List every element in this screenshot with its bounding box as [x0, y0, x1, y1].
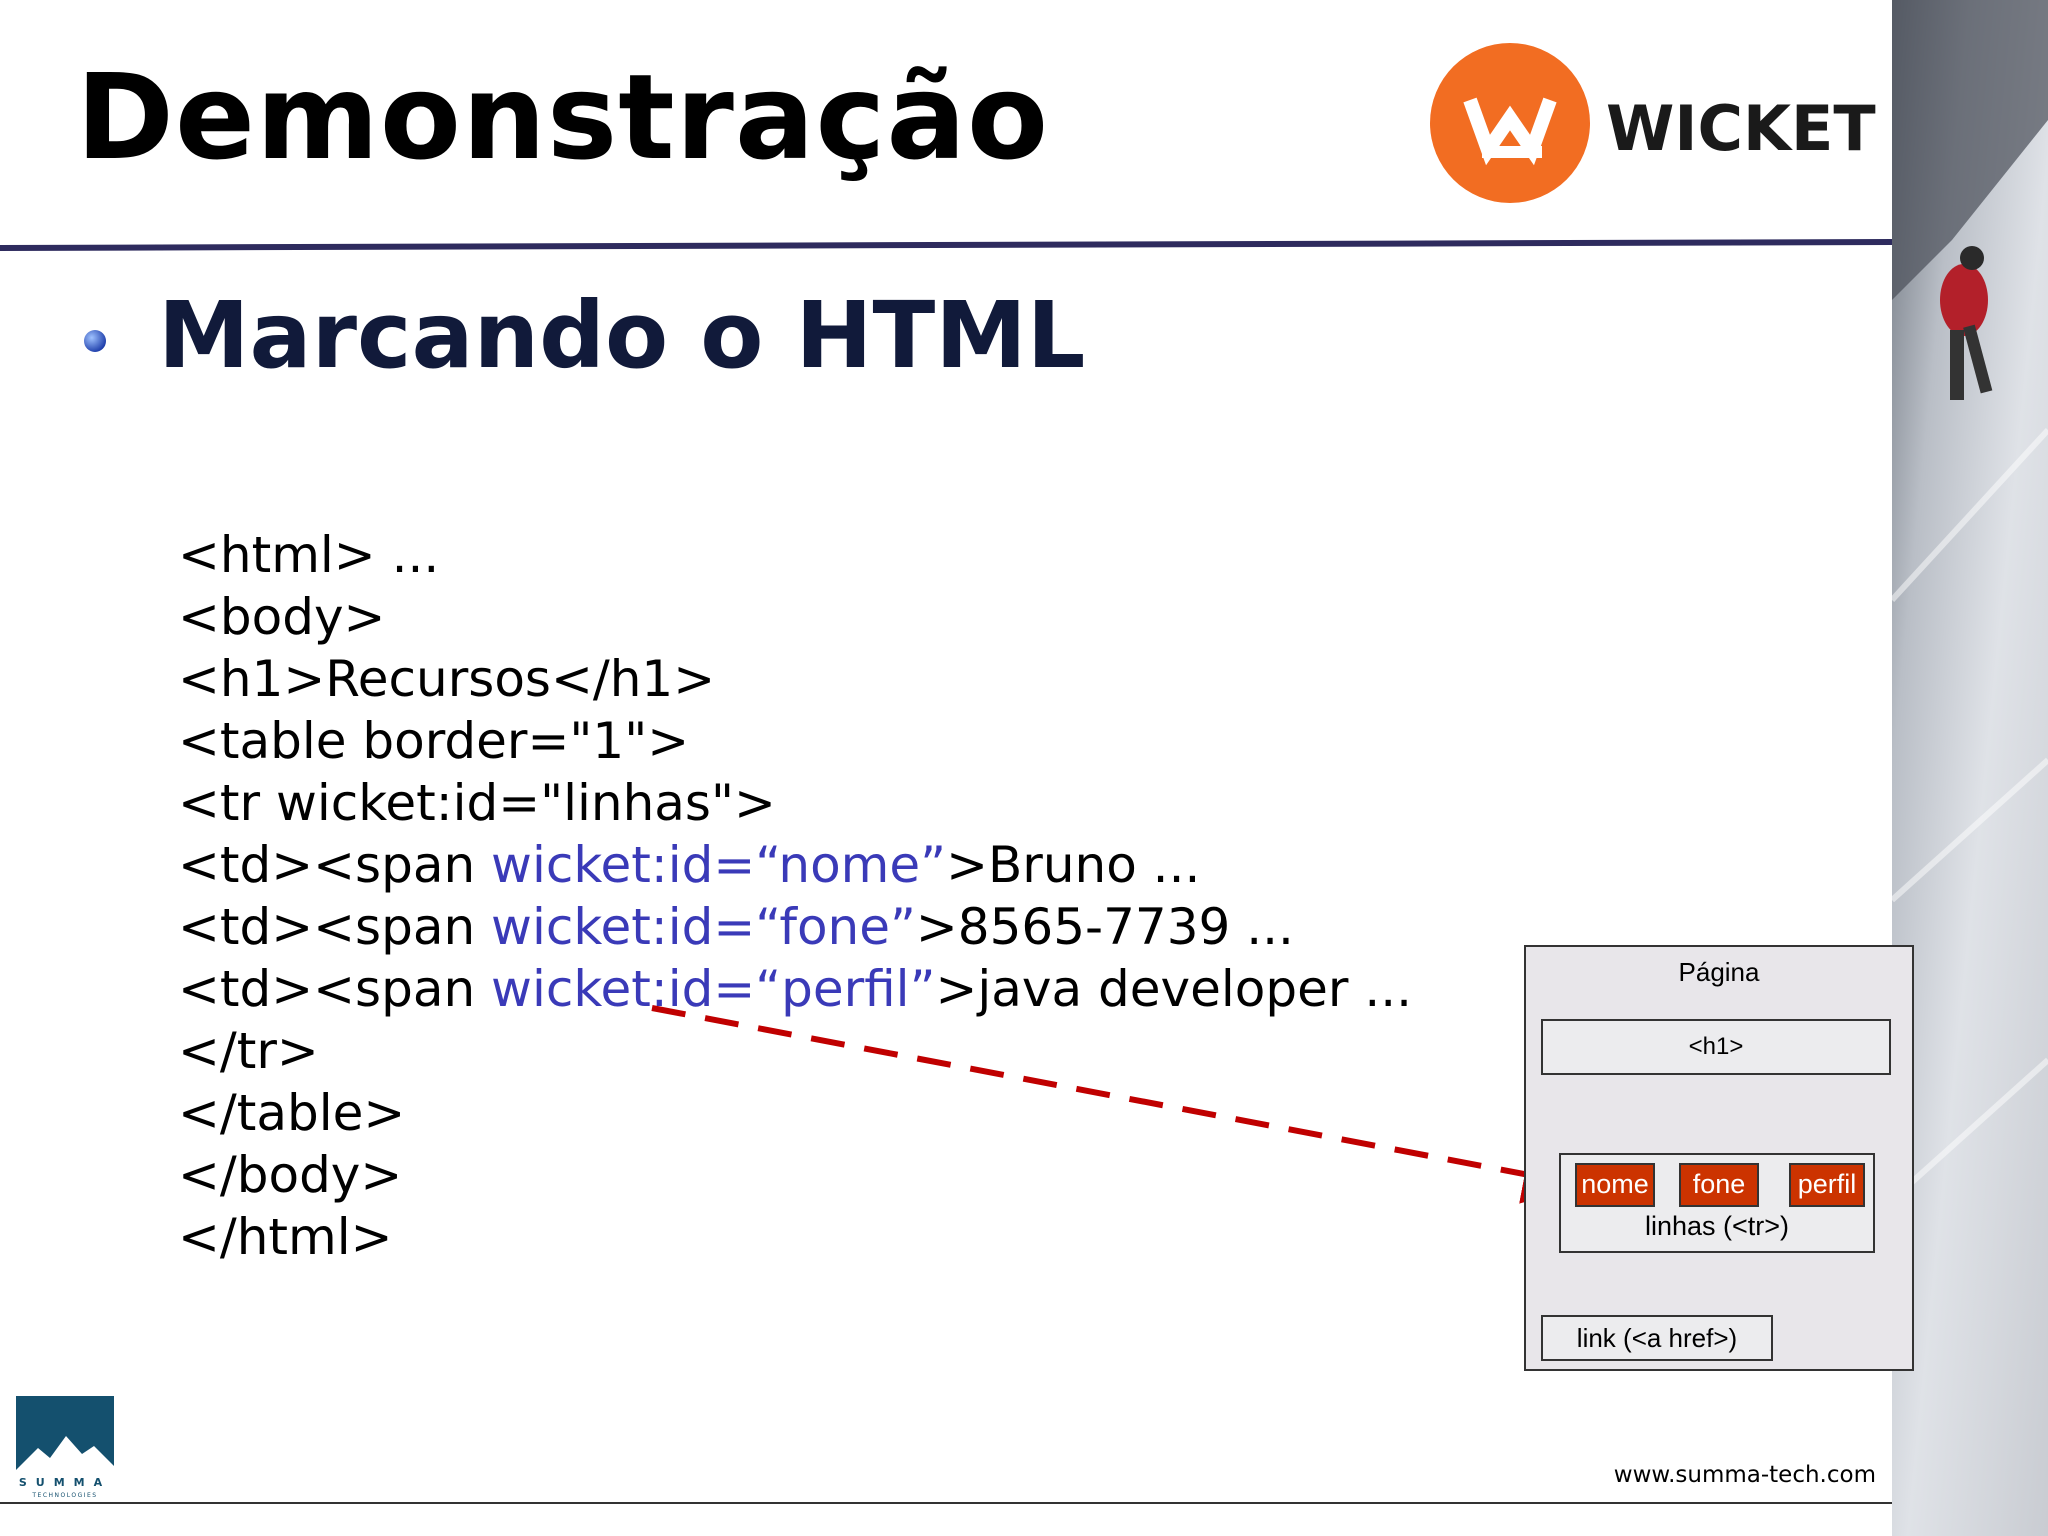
website-url: www.summa-tech.com [1613, 1462, 1876, 1488]
wicket-logo-text: WICKET [1606, 92, 1876, 165]
code-text: <td><span [178, 898, 492, 956]
link-box: link (<a href>) [1541, 1315, 1773, 1361]
code-line: <body> [178, 586, 1412, 648]
h1-box: <h1> [1541, 1019, 1891, 1075]
code-text: <body> [178, 588, 386, 646]
slide-title: Demonstração [76, 48, 1050, 186]
code-text: </body> [178, 1146, 403, 1204]
code-attribute: wicket:id=“perfil” [491, 960, 936, 1018]
climber-photo [1892, 0, 2048, 1536]
wicket-logo: WICKET [1430, 43, 1876, 203]
code-text: <tr wicket:id="linhas"> [178, 774, 776, 832]
title-divider [0, 239, 1892, 251]
code-text: <td><span [178, 836, 492, 894]
code-text: <td><span [178, 960, 492, 1018]
code-attribute: wicket:id=“fone” [491, 898, 916, 956]
summa-logo-text: SUMMA [19, 1476, 111, 1489]
code-text: <table border="1"> [178, 712, 690, 770]
rows-box: nome fone perfil linhas (<tr>) [1559, 1153, 1875, 1253]
code-line: <html> ... [178, 524, 1412, 586]
cell-nome: nome [1575, 1163, 1655, 1207]
code-attribute: wicket:id=“nome” [491, 836, 947, 894]
code-text: >java developer ... [935, 960, 1412, 1018]
code-text: <h1>Recursos</h1> [178, 650, 716, 708]
code-line: <td><span wicket:id=“nome”>Bruno ... [178, 834, 1412, 896]
bullet-heading: Marcando o HTML [158, 282, 1086, 389]
code-text: </html> [178, 1208, 393, 1266]
code-line: </body> [178, 1144, 1412, 1206]
code-line: <table border="1"> [178, 710, 1412, 772]
code-line: </html> [178, 1206, 1412, 1268]
code-text: </table> [178, 1084, 406, 1142]
code-line: </tr> [178, 1020, 1412, 1082]
diagram-title: Página [1678, 957, 1760, 987]
code-line: </table> [178, 1082, 1412, 1144]
rows-label: linhas (<tr>) [1644, 1211, 1790, 1241]
code-text: </tr> [178, 1022, 319, 1080]
code-text: <html> ... [178, 526, 440, 584]
bullet-icon [84, 330, 106, 352]
page-component-diagram: Página <h1> nome fone perfil linhas (<tr… [1524, 945, 1914, 1371]
footer-divider [0, 1502, 1892, 1504]
code-line: <h1>Recursos</h1> [178, 648, 1412, 710]
code-line: <td><span wicket:id=“fone”>8565-7739 ... [178, 896, 1412, 958]
cell-fone: fone [1679, 1163, 1759, 1207]
code-text: >8565-7739 ... [915, 898, 1294, 956]
code-line: <tr wicket:id="linhas"> [178, 772, 1412, 834]
code-line: <td><span wicket:id=“perfil”>java develo… [178, 958, 1412, 1020]
cell-perfil: perfil [1789, 1163, 1865, 1207]
summa-logo: SUMMA TECHNOLOGIES [16, 1396, 114, 1499]
code-text: >Bruno ... [946, 836, 1201, 894]
summa-logo-subtext: TECHNOLOGIES [31, 1492, 97, 1499]
html-code-listing: <html> ...<body><h1>Recursos</h1><table … [178, 524, 1412, 1268]
